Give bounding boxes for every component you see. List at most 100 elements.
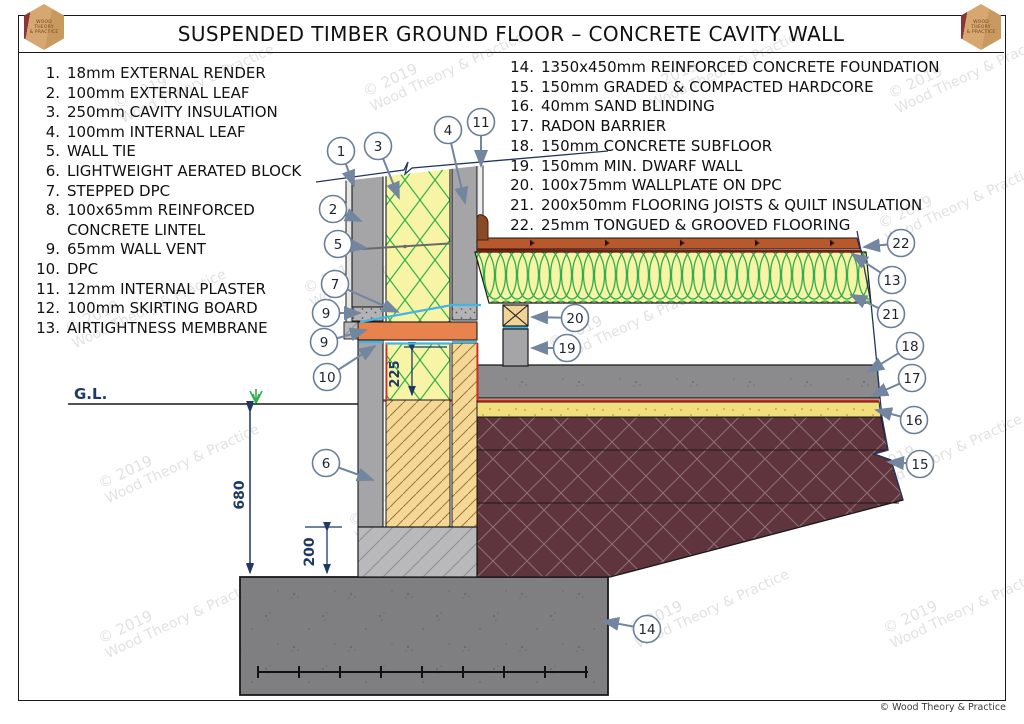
svg-text:G.L.: G.L.	[74, 385, 107, 403]
wall-vent-internal	[451, 304, 478, 321]
dimension-225: 225	[388, 341, 447, 397]
legend-item: 8.100x65mm REINFORCED CONCRETE LINTEL	[45, 201, 255, 239]
legend-item: 1.18mm EXTERNAL RENDER	[45, 64, 266, 82]
legend-item: 11.12mm INTERNAL PLASTER	[36, 279, 266, 298]
internal-leaf-block-below	[451, 342, 478, 528]
internal-leaf	[451, 151, 478, 306]
balloon-21: 21	[849, 294, 906, 329]
sheet-border	[18, 15, 1006, 701]
legend-item: 4.100mm INTERNAL LEAF	[45, 122, 246, 141]
legend-item: 20.100x75mm WALLPLATE ON DPC	[510, 176, 782, 195]
svg-text:4: 4	[444, 123, 453, 139]
balloon-4: 4	[433, 115, 469, 205]
balloon-19: 19	[530, 333, 582, 363]
balloon-17: 17	[870, 363, 927, 397]
copyright-credit: © Wood Theory & Practice	[879, 702, 1006, 713]
legend-item: 15.150mm GRADED & COMPACTED HARDCORE	[510, 77, 874, 96]
concrete-subfloor	[476, 364, 881, 399]
svg-text:9: 9	[322, 306, 331, 322]
dpc-lines	[359, 303, 528, 345]
legend-left: 1.18mm EXTERNAL RENDER 2.100mm EXTERNAL …	[30, 64, 332, 338]
foundation	[239, 576, 609, 696]
radon-wrap	[385, 343, 479, 400]
legend-item: 5.WALL TIE	[45, 142, 136, 161]
svg-text:13: 13	[883, 273, 900, 289]
legend-item: 22.25mm TONGUED & GROOVED FLOORING	[510, 215, 851, 234]
dimension-200: 200	[302, 521, 342, 575]
svg-text:20: 20	[566, 311, 583, 327]
balloon-11: 11	[466, 107, 496, 168]
external-leaf	[351, 157, 384, 308]
airtightness-membrane	[476, 249, 863, 253]
legend-item: 3.250mm CAVITY INSULATION	[45, 103, 278, 122]
legend-item: 10.DPC	[36, 259, 99, 278]
sand-blinding	[476, 401, 882, 418]
floor-insulation-joists	[474, 251, 872, 304]
balloon-22: 22	[862, 228, 916, 258]
legend-item: 12.100mm SKIRTING BOARD	[36, 299, 258, 318]
svg-text:200: 200	[302, 537, 318, 566]
balloon-7: 7	[320, 269, 400, 313]
ground-level: G.L.	[68, 385, 358, 405]
cavity-insulation	[385, 151, 451, 324]
balloon-20: 20	[530, 303, 590, 333]
dimension-680: 680	[232, 400, 254, 575]
svg-text:19: 19	[558, 341, 575, 357]
svg-text:11: 11	[472, 115, 489, 131]
title-bar: SUSPENDED TIMBER GROUND FLOOR – CONCRETE…	[18, 15, 1004, 53]
cavity-wall-upper	[345, 151, 484, 324]
footing-course	[357, 526, 478, 578]
balloon-3: 3	[363, 131, 400, 200]
balloon-18: 18	[866, 331, 925, 374]
balloon-16: 16	[874, 405, 929, 435]
hardcore	[476, 416, 904, 578]
svg-text:16: 16	[905, 413, 922, 429]
balloon-2: 2	[318, 194, 363, 224]
dwarf-wall	[502, 328, 529, 367]
balloon-14: 14	[601, 614, 662, 644]
svg-text:10: 10	[318, 370, 335, 386]
balloon-6: 6	[311, 448, 375, 482]
external-leaf-below	[357, 339, 384, 528]
svg-text:680: 680	[232, 480, 248, 509]
page-title: SUSPENDED TIMBER GROUND FLOOR – CONCRETE…	[177, 21, 845, 46]
svg-text:22: 22	[892, 236, 909, 252]
balloon-9b: 9	[309, 327, 368, 357]
rebar	[257, 666, 588, 678]
svg-text:14: 14	[638, 622, 655, 638]
svg-text:7: 7	[331, 277, 340, 293]
balloon-9a: 9	[311, 298, 362, 328]
vent-duct-lintel	[357, 321, 478, 341]
svg-text:15: 15	[911, 457, 928, 473]
svg-text:225: 225	[388, 360, 403, 387]
svg-text:17: 17	[903, 371, 920, 387]
svg-text:3: 3	[374, 139, 383, 155]
tg-flooring	[476, 237, 861, 250]
legend-item: 6.LIGHTWEIGHT AERATED BLOCK	[45, 161, 302, 180]
legend-item: 16.40mm SAND BLINDING	[510, 97, 715, 116]
legend-item: 7.STEPPED DPC	[45, 181, 171, 200]
balloon-15: 15	[886, 449, 935, 479]
balloon-1: 1	[326, 136, 356, 188]
stepped-dpc	[359, 303, 481, 324]
svg-text:5: 5	[334, 237, 343, 253]
insulation-below-dpc	[385, 342, 451, 401]
svg-text:21: 21	[882, 307, 899, 323]
legend-item: 14.1350x450mm REINFORCED CONCRETE FOUNDA…	[510, 58, 940, 76]
svg-text:18: 18	[901, 339, 918, 355]
legend-item: 17.RADON BARRIER	[510, 117, 667, 136]
legend-item: 19.150mm MIN. DWARF WALL	[510, 156, 743, 175]
legend-item: 21.200x50mm FLOORING JOISTS & QUILT INSU…	[510, 195, 923, 214]
balloon-10: 10	[312, 344, 377, 392]
legend-item: 13.AIRTIGHTNESS MEMBRANE	[36, 318, 268, 337]
balloon-13: 13	[850, 252, 907, 295]
svg-text:9: 9	[320, 335, 329, 351]
skirting-board	[476, 214, 489, 241]
svg-text:6: 6	[322, 456, 331, 472]
grass-icon	[249, 389, 263, 404]
legend-item: 2.100mm EXTERNAL LEAF	[45, 83, 250, 102]
